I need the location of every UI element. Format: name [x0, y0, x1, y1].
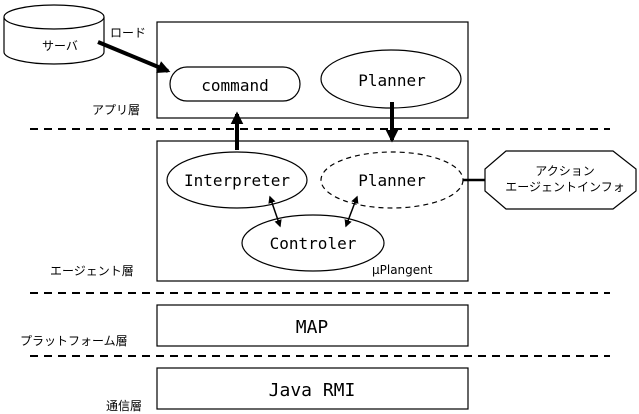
controller-node: [241, 214, 385, 272]
command-node: [169, 66, 301, 102]
command-label: command: [201, 76, 268, 95]
server-cylinder: [3, 4, 105, 65]
load-arrow: [97, 40, 171, 73]
action-info-line1: アクション: [535, 164, 594, 178]
interpreter-label: Interpreter: [184, 171, 290, 190]
load-label: ロード: [110, 26, 146, 40]
agent-layer-box: [156, 140, 469, 282]
app-layer-box: [156, 21, 469, 119]
comm-box: [156, 367, 469, 410]
interpreter-node: [166, 151, 308, 209]
action-info-octagon: [484, 150, 637, 210]
planner-controller-arrow: [344, 195, 359, 228]
app-planner-label: Planner: [358, 71, 426, 90]
interpreter-controller-arrow: [268, 195, 282, 228]
plangent-label: μPlangent: [372, 263, 433, 277]
platform-box: [156, 304, 469, 347]
java-rmi-label: Java RMI: [269, 380, 356, 401]
layer-label-comm: 通信層: [106, 399, 142, 413]
layer-label-app: アプリ層: [92, 103, 140, 117]
layer-label-agent: エージェント層: [50, 264, 134, 278]
map-label: MAP: [296, 317, 329, 338]
controller-label: Controler: [270, 234, 357, 253]
server-label: サーバ: [42, 39, 78, 53]
action-info-line2: エージェントインフォ: [505, 180, 624, 194]
layer-label-platform: プラットフォーム層: [20, 334, 128, 348]
agent-planner-label: Planner: [358, 171, 426, 190]
